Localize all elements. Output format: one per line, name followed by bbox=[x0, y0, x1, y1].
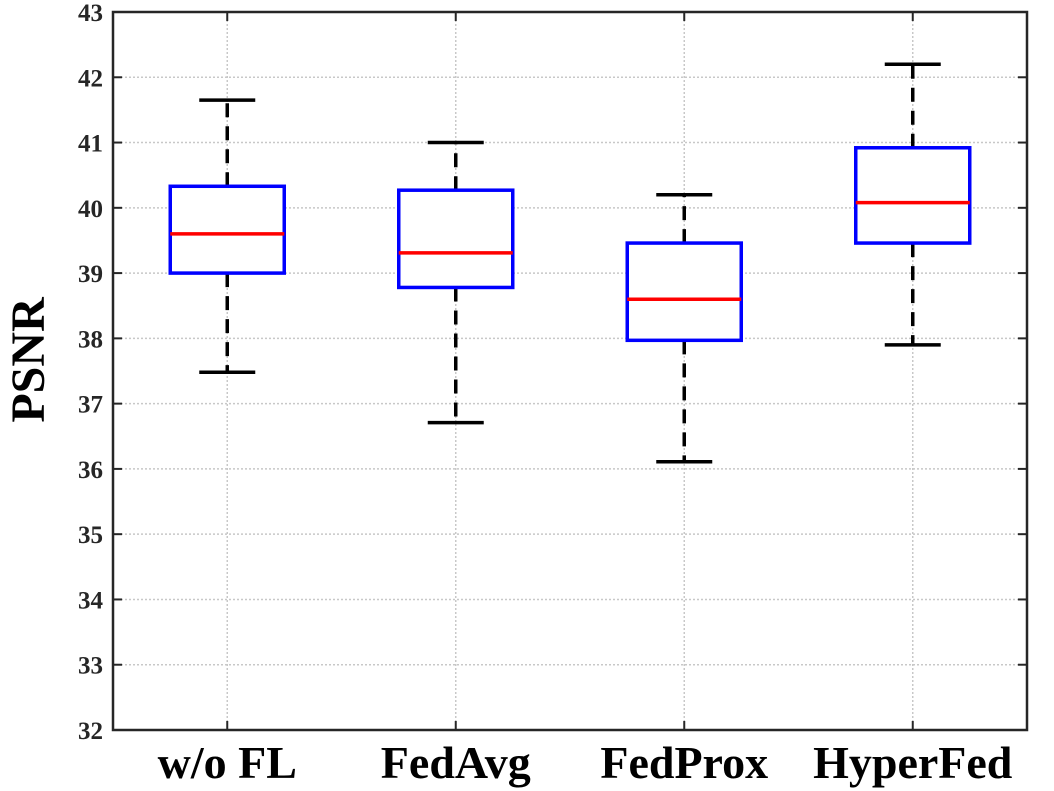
box-fedavg bbox=[397, 140, 515, 425]
box-layer bbox=[168, 62, 972, 464]
y-tick-label: 43 bbox=[78, 0, 103, 27]
y-tick-label: 38 bbox=[78, 326, 103, 353]
y-tick-label: 35 bbox=[78, 522, 103, 549]
x-category-label: w/o FL bbox=[158, 737, 297, 788]
y-tick-label: 33 bbox=[78, 653, 103, 680]
y-tick-label: 41 bbox=[78, 131, 103, 158]
y-tick-label: 42 bbox=[78, 65, 103, 92]
iqr-box bbox=[397, 188, 515, 290]
x-category-label: HyperFed bbox=[813, 737, 1013, 788]
iqr-box bbox=[625, 241, 743, 343]
x-category-label: FedAvg bbox=[381, 737, 531, 788]
y-tick-label: 36 bbox=[78, 457, 103, 484]
y-tick-label: 37 bbox=[78, 392, 103, 419]
y-tick-label: 39 bbox=[78, 261, 103, 288]
iqr-box bbox=[168, 184, 286, 275]
iqr-box bbox=[854, 146, 972, 245]
y-tick-label: 32 bbox=[78, 718, 103, 745]
y-tick-labels: 32 33 34 35 36 37 38 39 40 41 42 43 bbox=[78, 0, 104, 745]
x-category-label: FedProx bbox=[600, 737, 768, 788]
x-tick-labels: w/o FL FedAvg FedProx HyperFed bbox=[158, 737, 1013, 788]
box-fedprox bbox=[625, 193, 743, 464]
box-w-o-fl bbox=[168, 98, 286, 375]
y-tick-label: 40 bbox=[78, 196, 103, 223]
plot-frame bbox=[111, 10, 1029, 732]
box-hyperfed bbox=[854, 62, 972, 347]
y-axis-title: PSNR bbox=[2, 296, 55, 423]
y-tick-label: 34 bbox=[78, 587, 104, 614]
